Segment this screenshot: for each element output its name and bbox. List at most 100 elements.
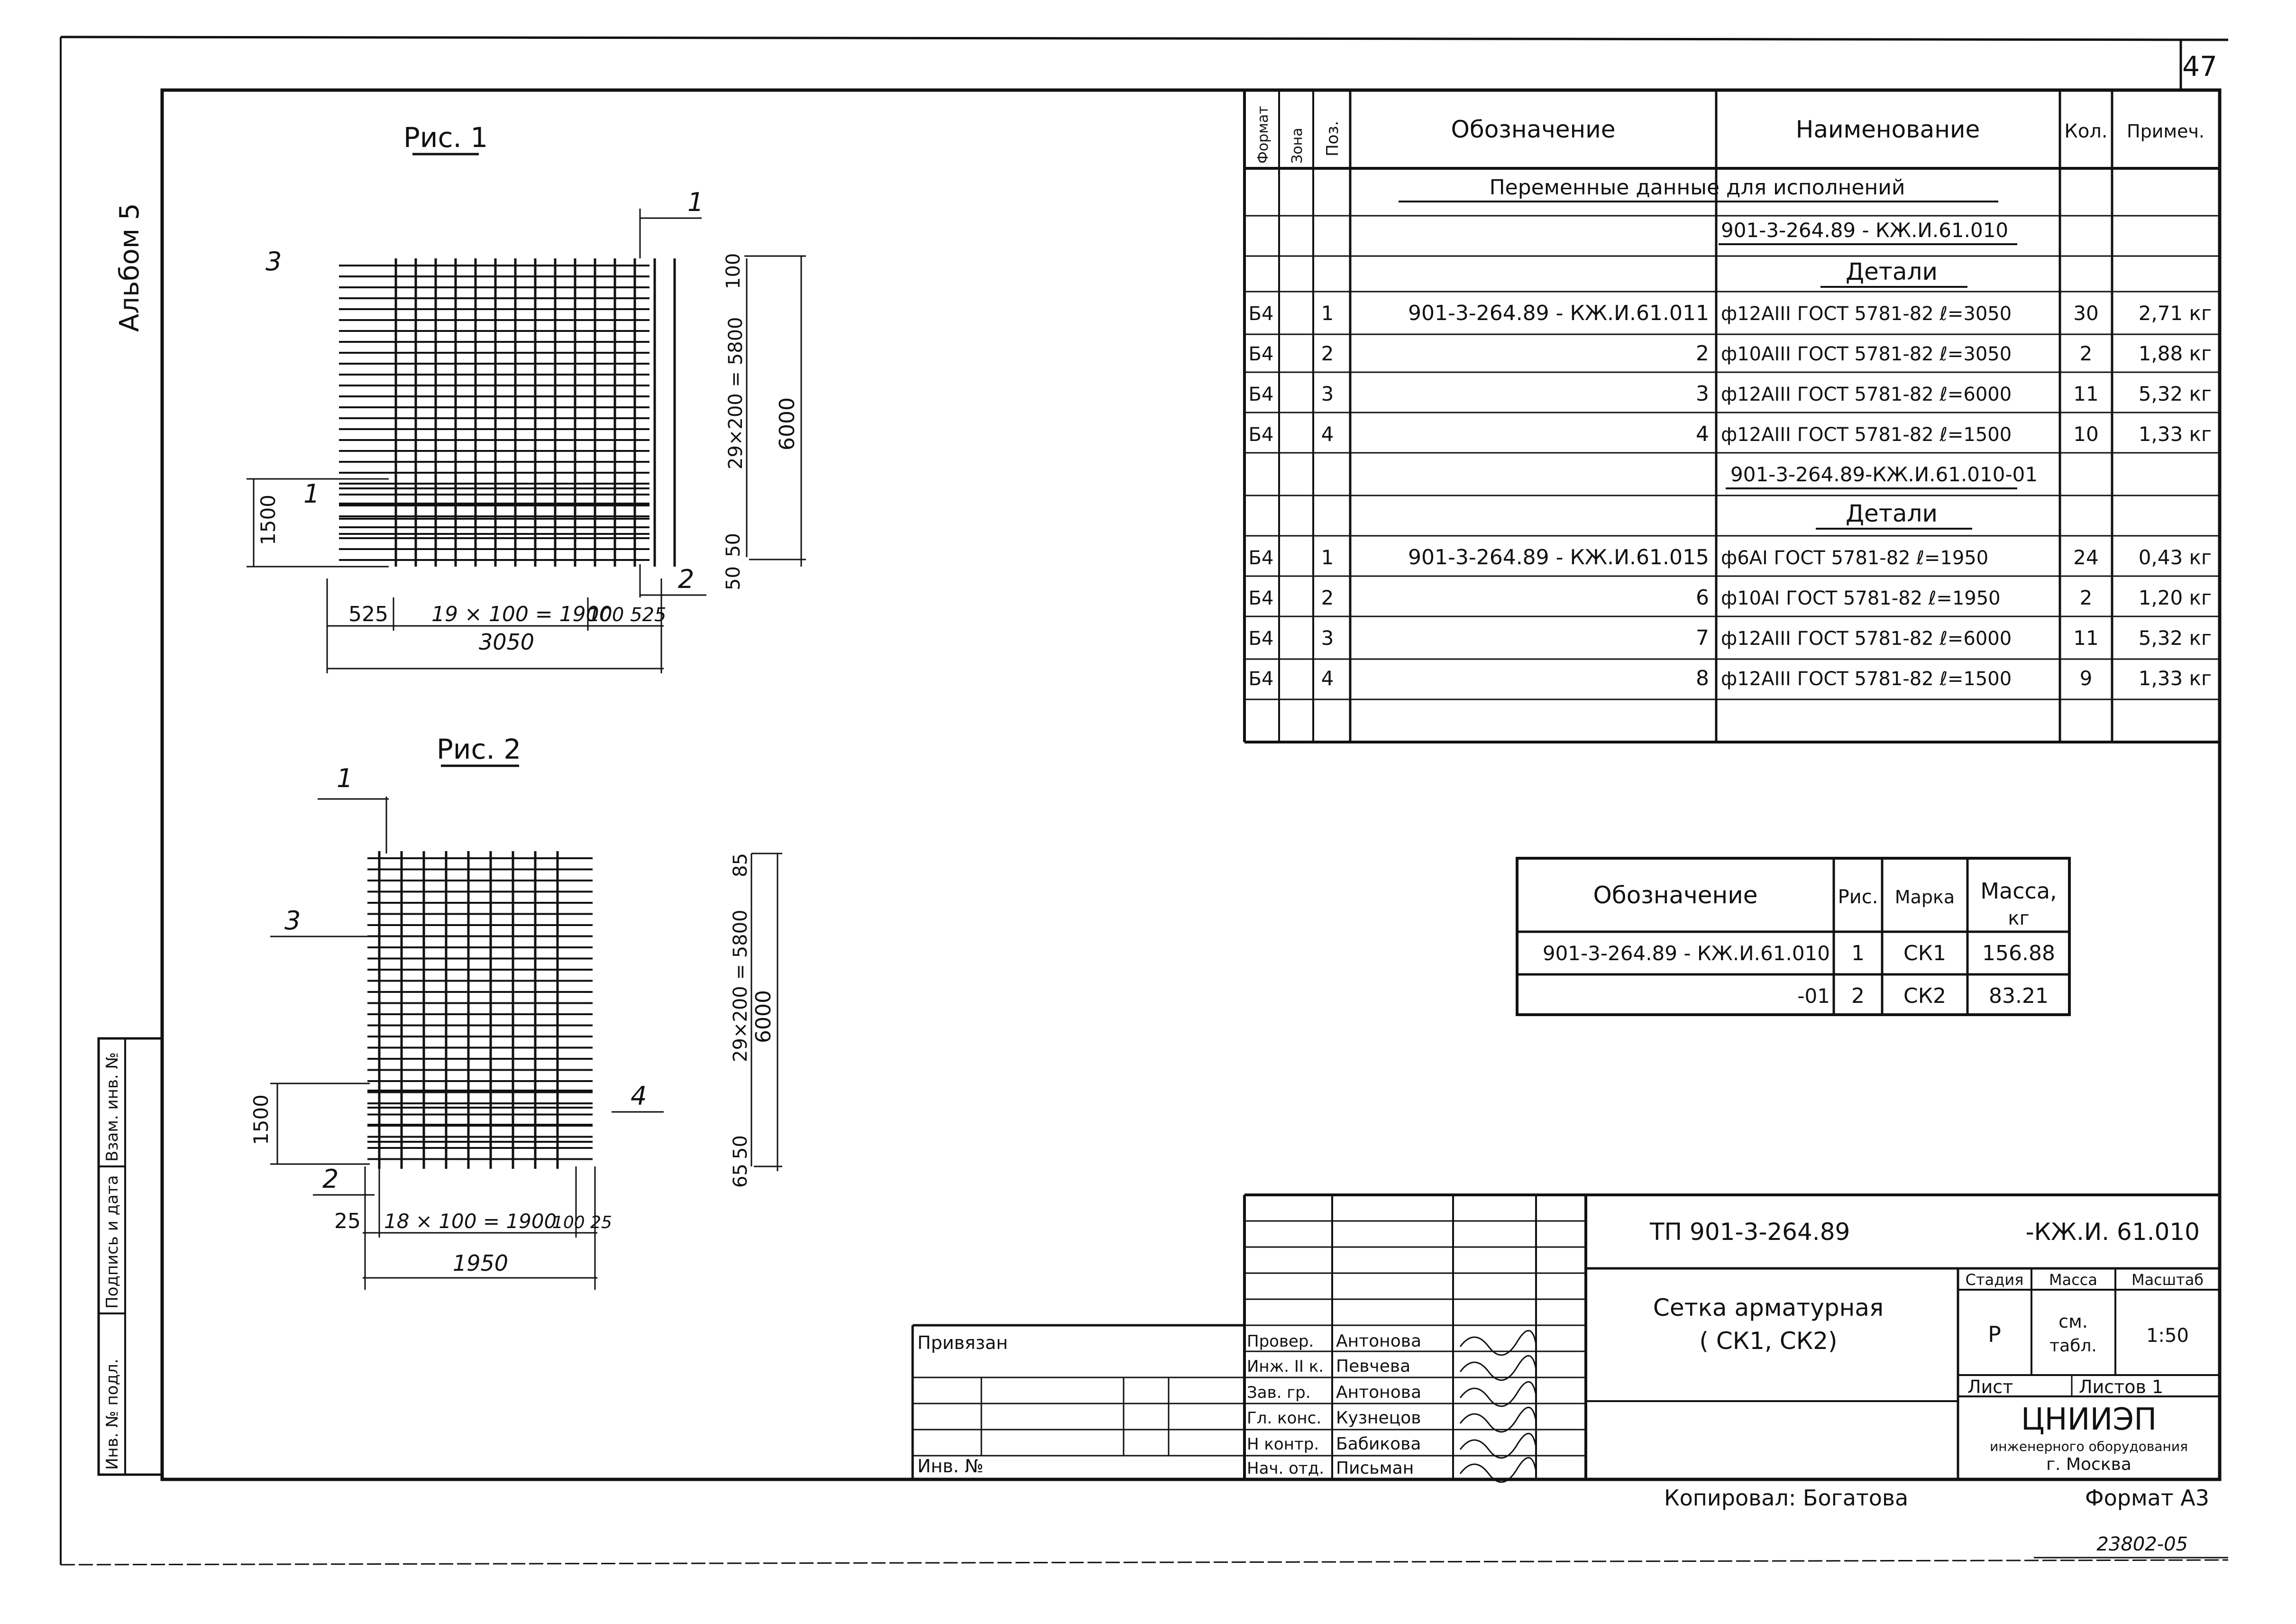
title-stage-label: Стадия — [1966, 1271, 2024, 1289]
mass-row-1-mass: 156.88 — [1982, 941, 2055, 965]
spec-cell-designation: 901-3-264.89 - КЖ.И.61.011 — [1408, 301, 1709, 325]
signature-name: Кузнецов — [1336, 1408, 1421, 1428]
spec-group-1-code: 901-3-264.89 - КЖ.И.61.010 — [1721, 219, 2008, 242]
mass-row-1-fig: 1 — [1851, 941, 1865, 965]
spec-cell-note: 1,33 кг — [2139, 422, 2212, 446]
figure-1-dim-top: 100 — [723, 253, 744, 289]
spec-cell-pos: 1 — [1321, 546, 1334, 569]
title-scale: 1:50 — [2146, 1325, 2189, 1347]
spec-cell-designation: 901-3-264.89 - КЖ.И.61.015 — [1408, 545, 1709, 569]
spec-cell-qty: 24 — [2073, 546, 2098, 569]
spec-cell-designation: 3 — [1696, 382, 1709, 406]
mass-table: Обозначение Рис. Марка Масса, кг 901-3-2… — [1516, 857, 2071, 1016]
title-mass-2: табл. — [2049, 1336, 2097, 1356]
spec-cell-note: 1,20 кг — [2139, 586, 2212, 609]
figure-1-dim-x-total: 3050 — [479, 629, 534, 655]
figure-1-dim-x-pitch: 19 × 100 = 1900 — [431, 602, 613, 626]
spec-header-pos: Поз. — [1323, 121, 1342, 156]
handwritten-signature — [1459, 1355, 1537, 1381]
spec-cell-note: 0,43 кг — [2139, 546, 2212, 569]
spec-cell-name: ф6АI ГОСТ 5781-82 ℓ=1950 — [1721, 547, 1988, 569]
figure-2-dim-bottom2: 65 — [730, 1164, 751, 1188]
copied-by: Копировал: Богатова — [1664, 1485, 1908, 1511]
title-sheet-label: Лист — [1967, 1376, 2013, 1397]
title-org-line2: инженерного оборудования — [1990, 1439, 2188, 1454]
figure-2-dim-total: 6000 — [751, 990, 776, 1043]
figure-1-dim-pitch: 29×200 = 5800 — [725, 317, 747, 469]
spec-cell-note: 5,32 кг — [2139, 626, 2212, 650]
callout-1-top: 1 — [687, 187, 704, 217]
title-mass-label: Масса — [2049, 1271, 2097, 1289]
spec-cell-note: 5,32 кг — [2139, 382, 2212, 405]
spec-cell-designation: 2 — [1696, 341, 1709, 366]
spec-cell-designation: 6 — [1696, 586, 1709, 610]
figure-1-dim-total: 6000 — [775, 397, 799, 450]
figure-2-callout-2: 2 — [322, 1164, 338, 1194]
title-block: ТП 901-3-264.89 -КЖ.И. 61.010 Сетка арма… — [911, 1193, 2220, 1483]
title-org-line3: г. Москва — [2046, 1455, 2131, 1474]
spec-header-note: Примеч. — [2127, 121, 2205, 142]
figure-2-callout-4: 4 — [631, 1081, 647, 1111]
side-stamp-inv: Инв. № подл. — [103, 1358, 122, 1470]
callout-1-left: 1 — [303, 479, 320, 509]
spec-header-designation: Обозначение — [1451, 116, 1616, 143]
spec-cell-name: ф12АIII ГОСТ 5781-82 ℓ=1500 — [1721, 668, 2012, 690]
side-stamp-signature: Подпись и дата — [103, 1175, 122, 1309]
title-project: ТП 901-3-264.89 — [1649, 1218, 1850, 1246]
archive-number: 23802-05 — [2096, 1533, 2188, 1555]
figure-1-mesh — [339, 258, 676, 567]
callout-2: 2 — [678, 564, 694, 594]
spec-cell-name: ф10АI ГОСТ 5781-82 ℓ=1950 — [1721, 587, 2001, 609]
figure-2-dim-x-total: 1950 — [453, 1250, 508, 1276]
figure-2-dim-x-pitch: 18 × 100 = 1900 — [384, 1210, 557, 1233]
spec-cell-format: Б4 — [1249, 424, 1274, 446]
spec-cell-note: 2,71 кг — [2139, 302, 2212, 325]
mass-row-2-mark: СК2 — [1903, 984, 1946, 1008]
mass-header-fig: Рис. — [1838, 886, 1878, 908]
spec-cell-qty: 11 — [2073, 382, 2098, 405]
figure-2-dimensions — [270, 797, 782, 1290]
title-stage: Р — [1988, 1321, 2001, 1347]
signature-role: Нач. отд. — [1247, 1459, 1324, 1478]
figure-1-dim-bottom2: 50 — [723, 566, 744, 590]
title-org-name: ЦНИИЭП — [2021, 1402, 2157, 1437]
signature-role: Провер. — [1247, 1332, 1314, 1351]
signature-role: Н контр. — [1247, 1435, 1319, 1454]
spec-header-format: Формат — [1255, 106, 1271, 164]
figure-1-dim-x-left: 525 — [348, 602, 388, 626]
spec-group-2-subtitle: Детали — [1846, 500, 1938, 527]
signature-name: Антонова — [1336, 1331, 1421, 1351]
spec-cell-format: Б4 — [1249, 384, 1274, 405]
figure-2-dim-pitch: 29×200 = 5800 — [730, 909, 751, 1062]
spec-cell-pos: 4 — [1321, 667, 1334, 690]
figure-2-dim-left: 1500 — [249, 1094, 273, 1145]
mass-header-mass: Масса, — [1980, 878, 2057, 904]
spec-cell-pos: 4 — [1321, 422, 1334, 446]
signature-name: Бабикова — [1336, 1434, 1421, 1454]
spec-cell-qty: 30 — [2073, 302, 2098, 325]
spec-cell-pos: 2 — [1321, 586, 1334, 609]
signature-role: Гл. конс. — [1247, 1409, 1321, 1428]
mass-row-2-fig: 2 — [1851, 984, 1865, 1008]
figure-2-dim-x-left: 25 — [334, 1209, 361, 1233]
album-label: Альбом 5 — [114, 203, 145, 332]
mass-row-2-designation: -01 — [1797, 984, 1830, 1008]
figure-2-dim-x-right: 100 25 — [552, 1213, 612, 1232]
spec-cell-format: Б4 — [1249, 547, 1274, 569]
mass-header-unit: кг — [2008, 908, 2029, 929]
handwritten-signature — [1459, 1330, 1537, 1356]
figure-1: Рис. 1 1 2 3 1 100 29×200 = 58 — [247, 121, 806, 673]
figure-2-mesh — [367, 851, 593, 1169]
signature-name: Письман — [1336, 1459, 1414, 1478]
page-number: 47 — [2182, 50, 2217, 83]
spec-cell-name: ф12АIII ГОСТ 5781-82 ℓ=3050 — [1721, 303, 2012, 325]
mass-row-1-mark: СК1 — [1903, 941, 1946, 965]
title-bound-label: Привязан — [917, 1332, 1008, 1353]
title-doc-code: -КЖ.И. 61.010 — [2026, 1218, 2200, 1246]
spec-cell-qty: 2 — [2080, 586, 2093, 609]
spec-cell-format: Б4 — [1249, 628, 1274, 650]
figure-1-dim-x-right: 100 525 — [588, 604, 666, 626]
spec-cell-pos: 1 — [1321, 302, 1334, 325]
spec-cell-name: ф12АIII ГОСТ 5781-82 ℓ=6000 — [1721, 628, 2012, 650]
